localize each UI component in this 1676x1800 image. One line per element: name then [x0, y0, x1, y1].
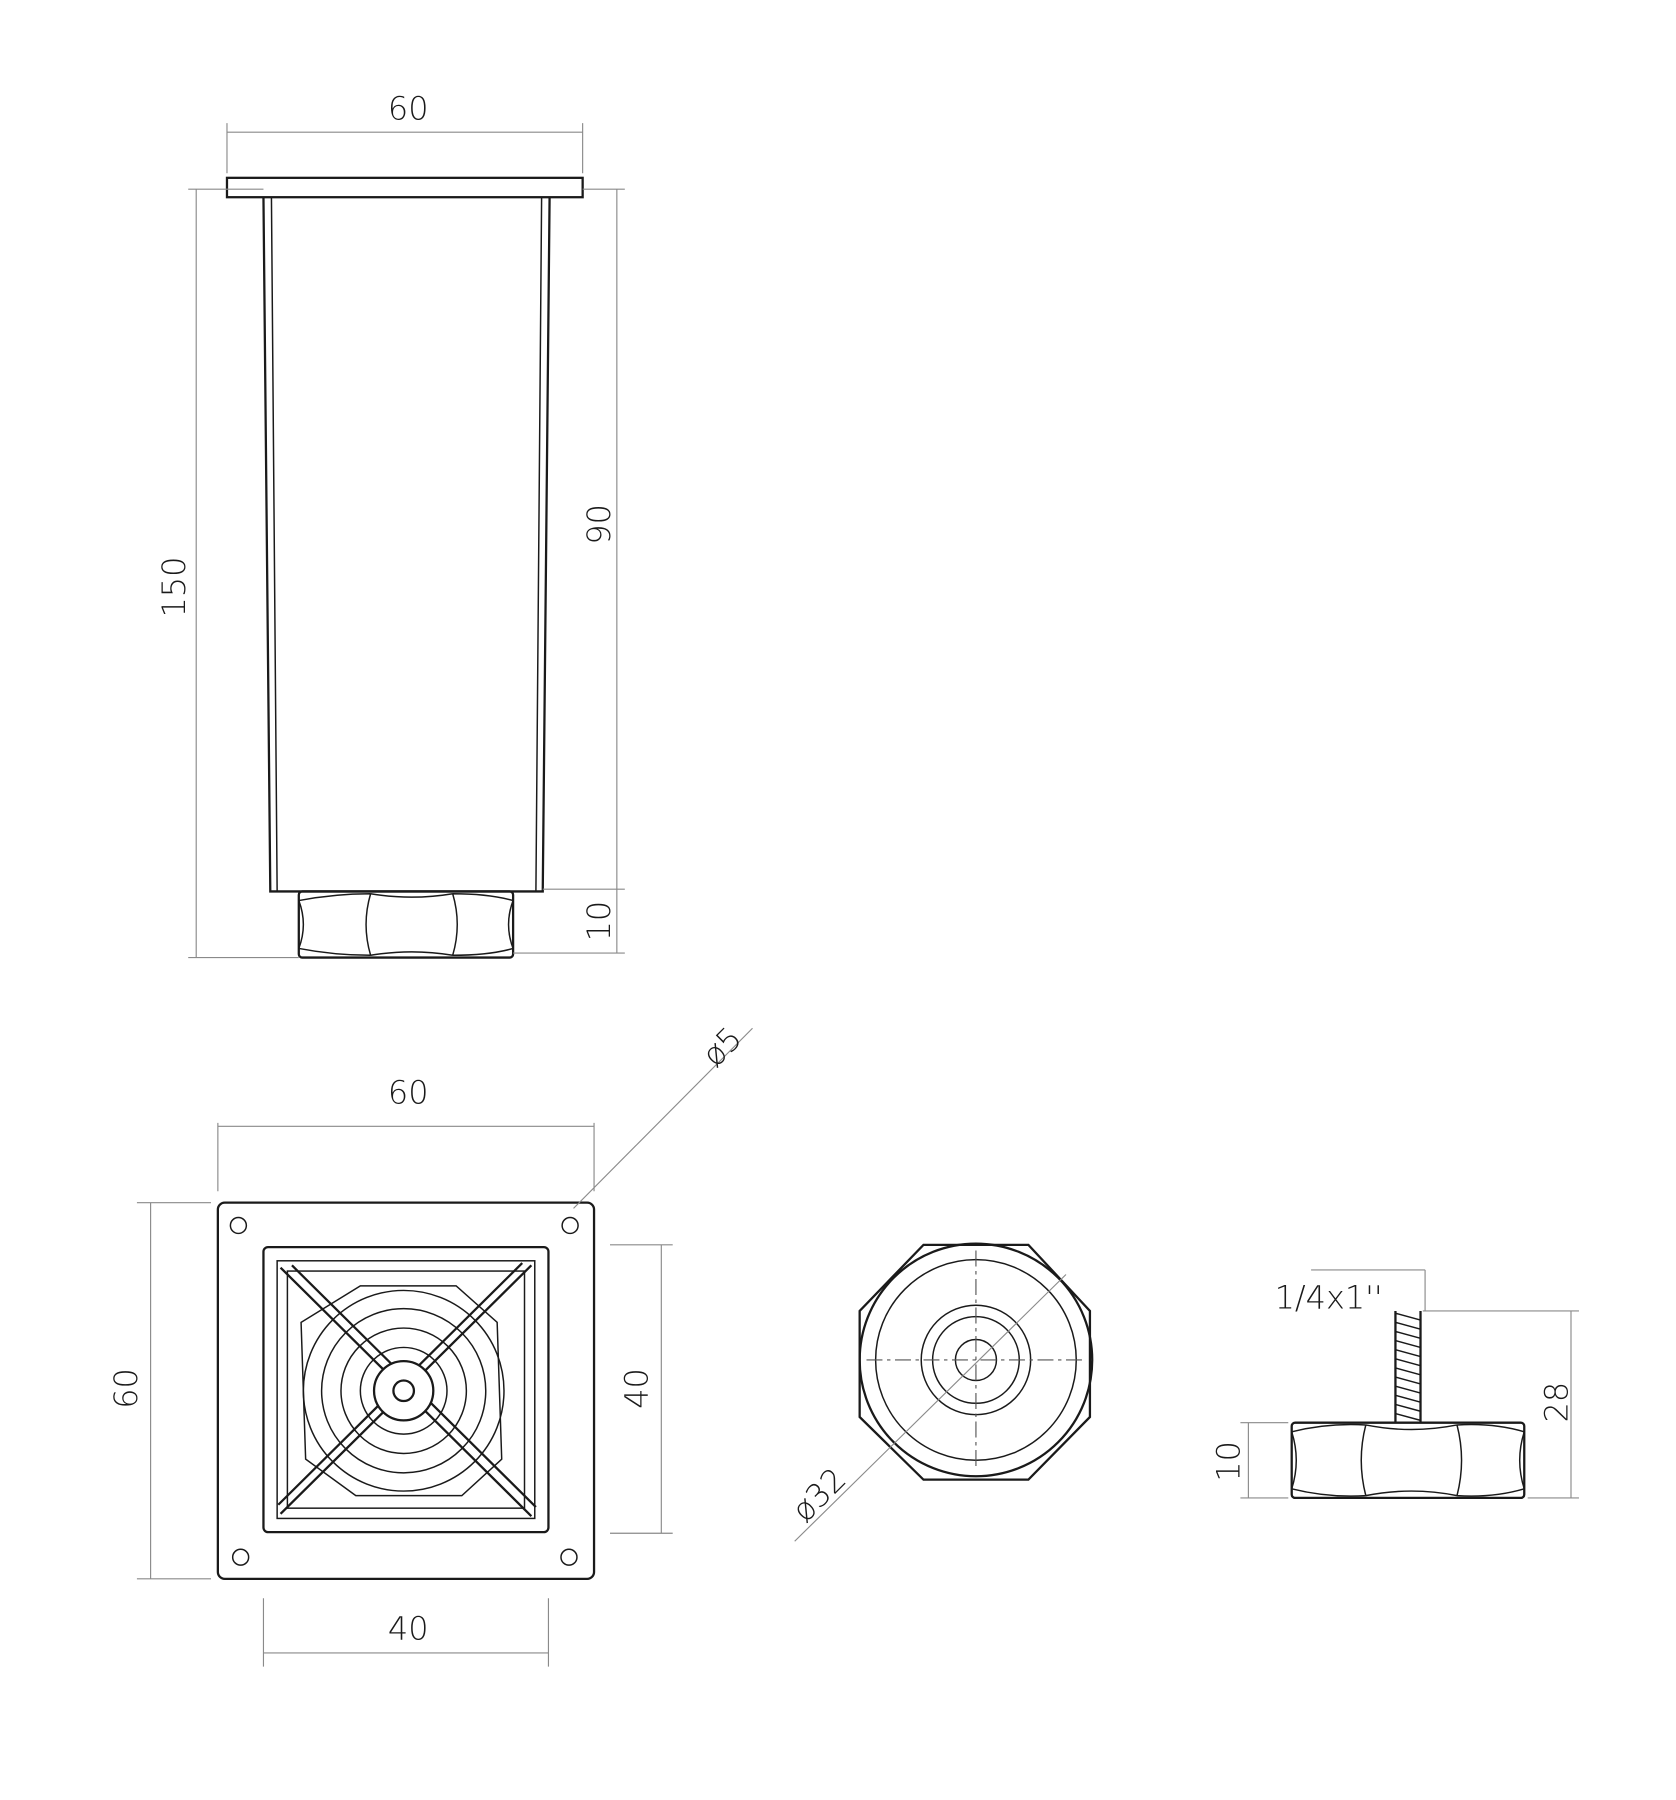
- dim-inner-height-40: 40: [618, 1368, 656, 1409]
- dim-inner-width-40: 40: [388, 1609, 429, 1647]
- plate-top-view: 60 60 ø5 40 40: [107, 1019, 753, 1667]
- leveler-side-view: 1/4x1'' 28 10: [1209, 1269, 1579, 1500]
- dim-thread-size: 1/4x1'': [1275, 1279, 1383, 1317]
- foot-top-view: ø32: [784, 1242, 1094, 1542]
- side-view: 60 150 90 10: [155, 90, 625, 959]
- dim-plate-width-60: 60: [388, 1073, 429, 1111]
- dim-leveler-nut-10: 10: [1209, 1441, 1247, 1482]
- dim-height-10: 10: [580, 901, 618, 942]
- hex-nut: [297, 890, 515, 959]
- mounting-plate: [225, 176, 584, 199]
- dim-plate-height-60: 60: [107, 1368, 145, 1409]
- threaded-bolt: [1394, 1310, 1422, 1423]
- dim-height-90: 90: [580, 504, 618, 545]
- dim-leveler-height-28: 28: [1538, 1382, 1576, 1423]
- leveler-nut: [1290, 1421, 1526, 1500]
- dim-hole-diameter: ø5: [694, 1019, 749, 1074]
- leg-body: [262, 197, 551, 893]
- dim-width-60: 60: [388, 90, 429, 128]
- dim-height-150: 150: [155, 557, 193, 618]
- dim-foot-diameter: ø32: [784, 1460, 853, 1529]
